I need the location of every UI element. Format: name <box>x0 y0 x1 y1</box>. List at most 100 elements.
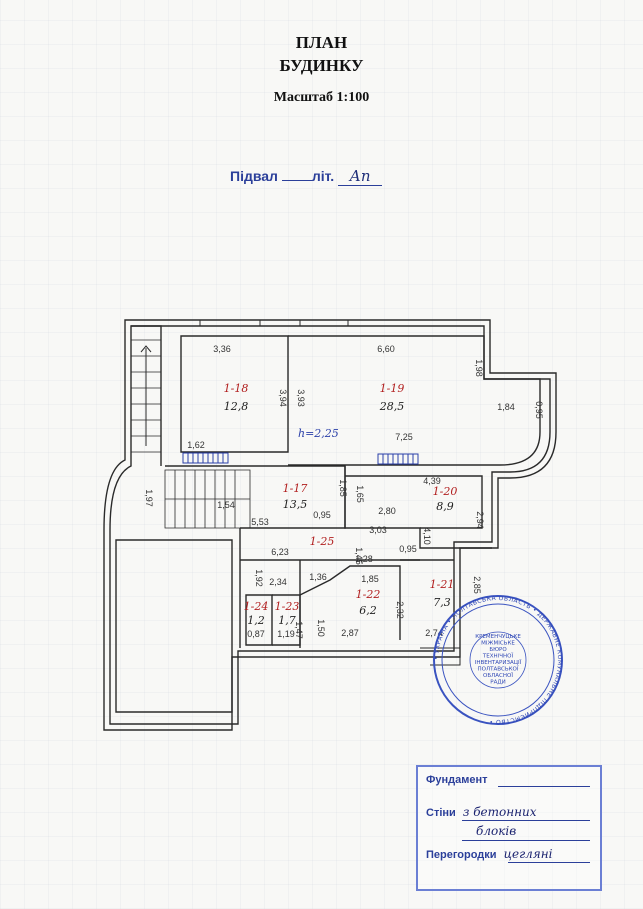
inner-wall <box>109 325 551 725</box>
partitions-label: Перегородки <box>426 849 497 861</box>
room-area-1-21: 7,3 <box>433 596 451 609</box>
stamp-center-line: МІЖМІСЬКЕ <box>481 641 515 647</box>
room-area-1-22: 6,2 <box>359 604 377 617</box>
room-area-1-17: 13,5 <box>283 498 308 511</box>
wall-room-1-19 <box>288 335 541 466</box>
dimension-label: 2,87 <box>341 628 359 638</box>
dimension-label: 1,97 <box>144 489 154 507</box>
info-box: Фундамент Стіни з бетонних блоків Перего… <box>416 765 602 891</box>
dimension-label: 1,85 <box>338 479 348 497</box>
partitions-value: цегляні <box>503 847 553 861</box>
dimension-label: 2,94 <box>475 511 485 529</box>
room-id-1-22: 1-22 <box>356 588 381 601</box>
stamp-center-line: ОБЛАСНОЇ <box>483 672 513 679</box>
foundation-label: Фундамент <box>426 774 488 786</box>
radiator-1 <box>182 452 229 464</box>
window-top-1 <box>199 319 261 327</box>
wall-room-1-22 <box>299 565 401 640</box>
dimension-label: 0,87 <box>247 629 265 639</box>
dimension-label: 1,28 <box>355 554 373 564</box>
stair-arrow <box>140 345 152 446</box>
dimension-label: 1,98 <box>474 359 484 377</box>
wall-room-1-20b <box>345 475 483 529</box>
plan-subtitle: БУДИНКУ <box>279 56 364 75</box>
dimension-label: 2,34 <box>269 577 287 587</box>
stamp-center-line: БЮРО <box>489 647 507 653</box>
wall-room-1-23 <box>272 594 301 646</box>
walls-line <box>462 820 590 821</box>
dimension-label: 3,03 <box>369 525 387 535</box>
lit-label: літ. <box>311 168 335 184</box>
partitions-line <box>508 862 590 863</box>
dimension-label: 6,60 <box>377 344 395 354</box>
plan-title: ПЛАН <box>295 33 348 52</box>
room-area-1-20: 8,9 <box>436 500 454 513</box>
stamp-center-line: КРЕМЕНЧУЦЬКЕ <box>475 634 521 640</box>
dimension-label: 1,47 <box>294 621 304 639</box>
dimension-label: 2,80 <box>378 506 396 516</box>
wall-bottom-detail <box>420 647 461 666</box>
dimension-label: 3,93 <box>296 389 306 407</box>
dimension-label: 5,53 <box>251 517 269 527</box>
dimension-label: 0,95 <box>313 510 331 520</box>
foundation-line <box>498 786 590 787</box>
foundation-row: Фундамент <box>426 772 492 786</box>
dimension-label: 0,95 <box>399 544 417 554</box>
stamp-center-line: ТЕХНІЧНОЇ <box>482 653 514 660</box>
dimension-label: 1,45 <box>354 547 364 565</box>
stamp-center-line: РАДИ <box>490 680 506 686</box>
room-area-1-18: 12,8 <box>224 400 249 413</box>
dimension-label: 1,84 <box>497 402 515 412</box>
dimension-label: 1,19 <box>277 629 295 639</box>
dimension-label: 1,85 <box>361 574 379 584</box>
dimension-label: 1,50 <box>316 619 326 637</box>
wall-room-1-20 <box>344 466 492 549</box>
dimension-label: 4,10 <box>422 527 432 545</box>
walls-label: Стіни <box>426 807 456 819</box>
scale-label: Масштаб 1:100 <box>273 90 370 105</box>
room-id-1-17: 1-17 <box>283 482 308 495</box>
lit-value: Ап <box>338 167 383 186</box>
dimension-label: 7,25 <box>395 432 413 442</box>
stamp-center-line: ІНВЕНТАРИЗАЦІЇ <box>475 659 522 666</box>
dimension-label: 2,85 <box>472 576 482 594</box>
dimension-label: 6,23 <box>271 547 289 557</box>
room-id-1-21: 1-21 <box>430 578 455 591</box>
outer-wall <box>103 319 557 731</box>
stamp-center-line: ПОЛТАВСЬКОЇ <box>478 666 519 673</box>
dimension-label: 4,39 <box>423 476 441 486</box>
dimension-label: 3,36 <box>213 344 231 354</box>
room-id-1-19: 1-19 <box>380 382 405 395</box>
dimension-label: 3,94 <box>278 389 288 407</box>
room-area-1-24: 1,2 <box>247 614 265 627</box>
wall-room-1-18 <box>180 335 289 453</box>
dimension-label: 1,54 <box>217 500 235 510</box>
stair-strip <box>131 325 162 466</box>
ceiling-height: h=2,25 <box>298 427 339 440</box>
floor-label: Підвал <box>230 168 278 184</box>
dimension-label: 1,62 <box>187 440 205 450</box>
room-id-1-24: 1-24 <box>244 600 269 613</box>
dimension-label: 1,92 <box>254 569 264 587</box>
room-id-1-23: 1-23 <box>275 600 300 613</box>
dimension-label: 1,65 <box>355 485 365 503</box>
dimension-label: 0,95 <box>534 401 544 419</box>
room-id-1-20: 1-20 <box>433 485 458 498</box>
official-stamp: • УКРАЇНА • ПОЛТАВСЬКА ОБЛАСТЬ • ДЕРЖАВН… <box>433 595 563 725</box>
room-id-1-18: 1-18 <box>224 382 249 395</box>
window-top-2 <box>299 319 349 327</box>
walls-line-2 <box>462 840 590 841</box>
room-area-1-23: 1,7 <box>278 614 296 627</box>
walls-row: Стіни з бетонних <box>426 805 537 819</box>
floor-designation: Підвал літ. Ап <box>230 167 383 186</box>
main-stair <box>164 469 251 529</box>
walls-value-2: блоків <box>476 824 517 838</box>
walls-value: з бетонних <box>462 805 537 819</box>
room-area-1-19: 28,5 <box>379 400 405 413</box>
floor-blank <box>281 180 312 181</box>
dimension-label: 2,32 <box>395 601 405 619</box>
dimension-label: 1,36 <box>309 572 327 582</box>
wall-lower-space <box>115 539 233 713</box>
